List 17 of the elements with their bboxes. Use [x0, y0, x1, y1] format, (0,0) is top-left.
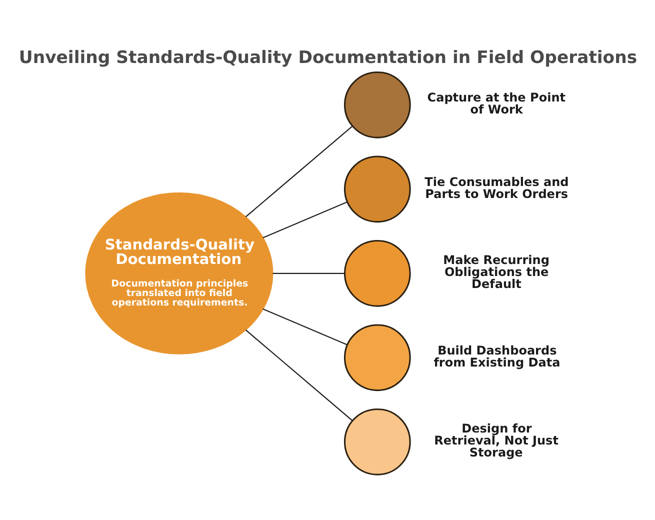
node-label: Make Recurring Obligations the Default: [443, 252, 550, 291]
node-label: Design for Retrieval, Not Just Storage: [434, 421, 558, 460]
node-label: Capture at the Point of Work: [427, 90, 566, 116]
node-label: Build Dashboards from Existing Data: [434, 342, 560, 369]
node-circle: [344, 239, 411, 306]
node-circle: [344, 324, 411, 391]
diagram-title: Unveiling Standards-Quality Documentation in Field Operations: [18, 47, 638, 68]
node-ellipse: Standards-Quality Documentation Documentation principles translated into field operations requirements.: [85, 192, 274, 354]
node-label: Tie Consumables and Parts to Work Orders: [424, 174, 569, 200]
connector: [272, 272, 345, 274]
connector: [262, 201, 348, 238]
connector: [262, 308, 348, 345]
connector: [245, 329, 353, 421]
connector: [245, 125, 353, 217]
node-circle: [344, 408, 411, 475]
node-circle: [344, 155, 411, 222]
node-circle: [344, 70, 411, 138]
